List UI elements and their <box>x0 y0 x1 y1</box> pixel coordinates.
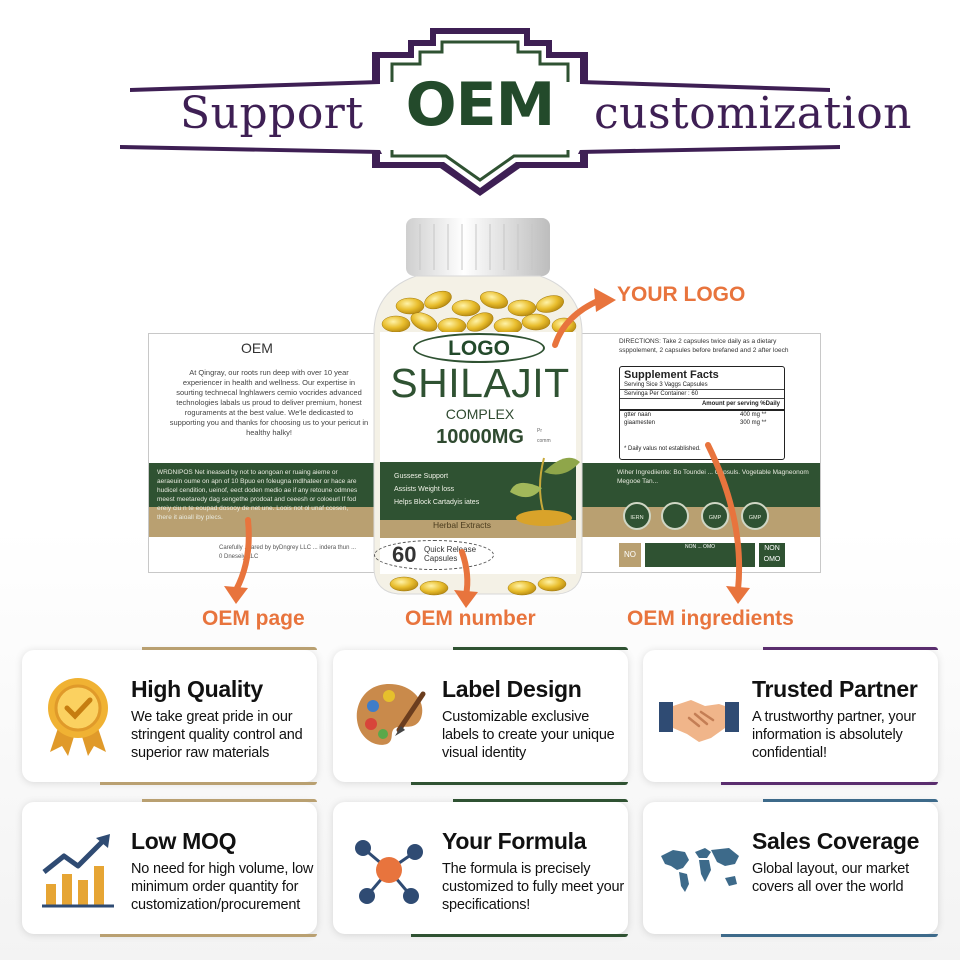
card-accent <box>142 647 317 650</box>
label-non-gmo-box: NON OMO <box>759 543 785 567</box>
card-accent <box>142 799 317 802</box>
card-title: Label Design <box>442 676 582 702</box>
bottle-count-outline <box>374 540 494 570</box>
bottle-feature: Helps Block Cartadyis iates <box>394 499 480 506</box>
molecule-icon <box>355 840 423 904</box>
card-title: Sales Coverage <box>752 828 920 854</box>
banner-frame <box>120 28 840 196</box>
facts-row: giaamesten 300 mg ** <box>620 419 784 427</box>
label-oem-heading: OEM <box>241 340 273 356</box>
card-accent <box>763 647 938 650</box>
label-warning-text: WRDNIPOS Net ineased by not to aongoan e… <box>157 469 358 521</box>
certification-badge: GMP <box>701 502 729 530</box>
card-accent <box>453 647 628 650</box>
banner-oem-text: OEM <box>405 70 556 140</box>
handshake-icon <box>659 700 739 742</box>
card-accent <box>453 799 628 802</box>
callout-oem-ingredients: OEM ingredients <box>627 607 794 630</box>
feature-card-low-moq: Low MOQ No need for high volume, low min… <box>22 799 317 937</box>
herb-leaf-icon <box>510 457 580 526</box>
certification-badge: GMP <box>741 502 769 530</box>
label-non-gmo-strip: NON ... OMO <box>645 543 755 567</box>
bottle-side-text: Pr <box>537 428 542 434</box>
facts-row-name: giaamesten <box>624 420 656 426</box>
feature-card-trusted-partner: Trusted Partner A trustworthy partner, y… <box>643 647 938 785</box>
callout-your-logo: YOUR LOGO <box>617 283 746 306</box>
supplement-facts-box: Supplement Facts Serving Sice 3 Vaggs Ca… <box>619 366 785 460</box>
facts-servings: Servinga Per Container : 60 <box>620 390 784 399</box>
callout-oem-number: OEM number <box>405 607 536 630</box>
card-description: A trustworthy partner, your information … <box>752 709 916 761</box>
bottle-feature: Assists Weight loss <box>394 486 455 493</box>
card-description: Customizable exclusive labels to create … <box>442 709 615 761</box>
card-title: High Quality <box>131 676 263 702</box>
paint-palette-icon <box>356 684 426 745</box>
card-title: Your Formula <box>442 828 587 854</box>
bottle-capsule-count: 60 <box>392 542 417 567</box>
card-title: Trusted Partner <box>752 676 918 702</box>
bottle-side-text: comm <box>537 438 551 444</box>
card-description: No need for high volume, low minimum ord… <box>131 861 314 913</box>
facts-row-name: gtter naan <box>624 412 652 418</box>
facts-row-value: 300 mg ** <box>740 420 767 426</box>
card-title: Low MOQ <box>131 828 237 854</box>
callout-oem-page: OEM page <box>202 607 305 630</box>
bottle-feature: Gussese Support <box>394 473 449 480</box>
card-description: The formula is precisely customized to f… <box>442 861 624 913</box>
banner-support-text: Support <box>180 88 364 139</box>
bottle-herbal-extracts: Herbal Extracts <box>432 520 492 530</box>
facts-row-value: 400 mg ** <box>740 412 767 418</box>
facts-note: * Daily valus not established. <box>624 446 701 452</box>
bottle-capsule-type: Quick Release Capsules <box>424 545 477 563</box>
label-directions: DIRECTIONS: Take 2 capsules twice daily … <box>619 338 789 354</box>
feature-card-label-design: Label Design Customizable exclusive labe… <box>333 647 628 785</box>
label-ingredients-text: Wiher Ingrediiente: Bo Toundei ... Capsu… <box>617 469 809 485</box>
card-description: We take great pride in our stringent qua… <box>131 709 303 761</box>
bottle-product-name: SHILAJIT <box>390 360 570 406</box>
facts-row: gtter naan 400 mg ** <box>620 411 784 419</box>
bottle-dose: 10000MG <box>436 426 524 448</box>
facts-amount-header: Amount per serving %Daily <box>620 399 784 411</box>
bottle-logo-placeholder: LOGO <box>413 333 545 363</box>
certification-badge <box>661 502 689 530</box>
feature-card-sales-coverage: Sales Coverage Global layout, our market… <box>643 799 938 937</box>
bottle-complex: COMPLEX <box>445 406 515 422</box>
label-intro-text: At Qingray, our roots run deep with over… <box>169 368 369 437</box>
label-no-box: NO <box>619 543 641 567</box>
banner-customization-text: customization <box>594 88 913 139</box>
card-accent <box>763 799 938 802</box>
facts-title: Supplement Facts <box>624 369 719 381</box>
growth-chart-icon <box>42 834 114 908</box>
award-ribbon-icon <box>48 678 108 756</box>
certification-badge: IERN <box>623 502 651 530</box>
facts-serving-size: Serving Sice 3 Vaggs Capsules <box>620 381 784 390</box>
feature-card-high-quality: High Quality We take great pride in our … <box>22 647 317 785</box>
feature-card-your-formula: Your Formula The formula is precisely cu… <box>333 799 628 937</box>
card-description: Global layout, our market covers all ove… <box>752 861 909 895</box>
world-map-icon <box>661 848 739 892</box>
